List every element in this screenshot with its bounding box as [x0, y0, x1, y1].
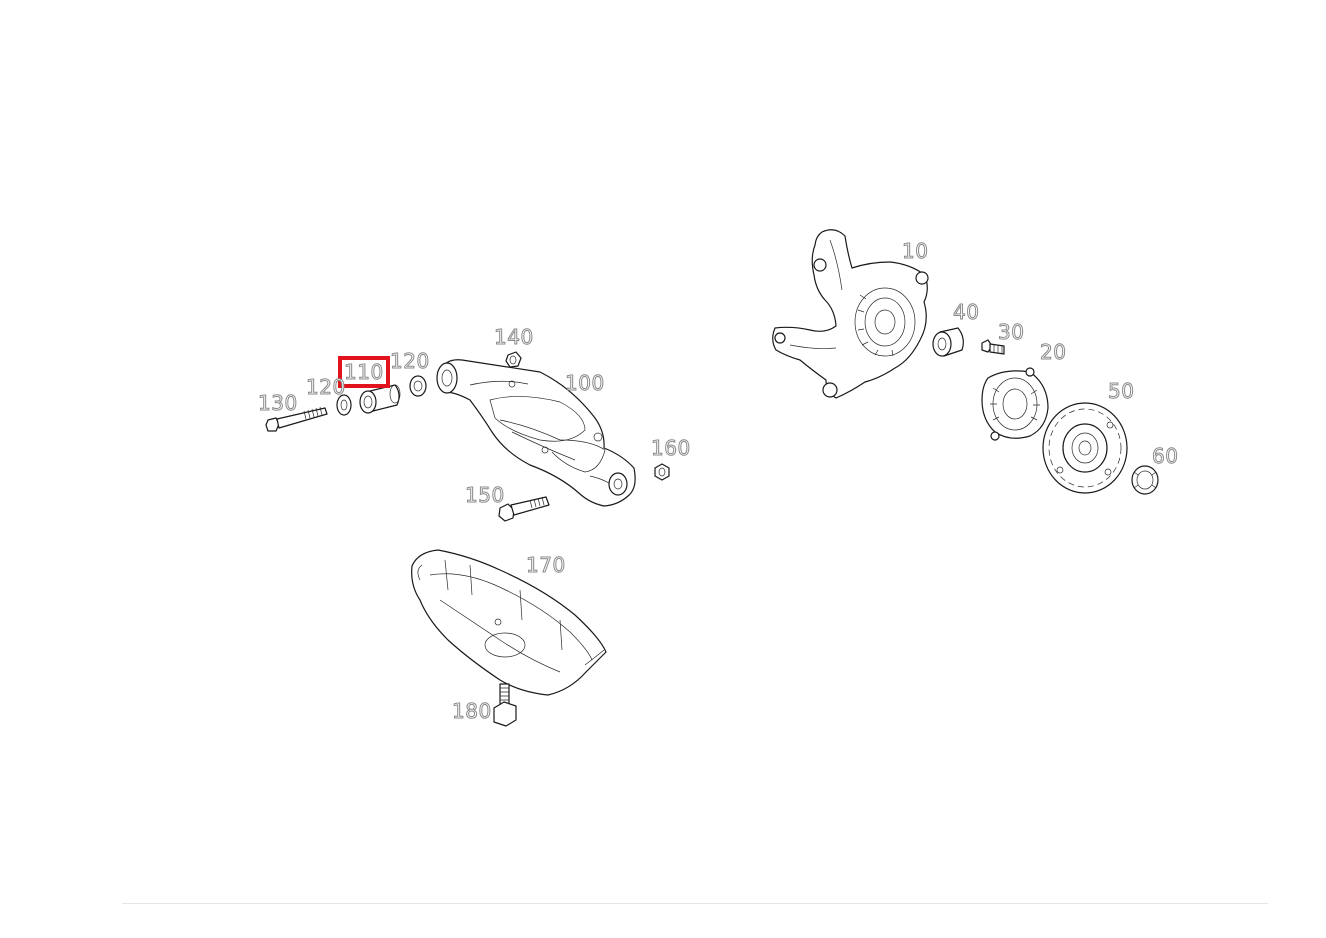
housing-20-drawing: [981, 367, 1049, 441]
callout-60[interactable]: 60: [1151, 444, 1179, 468]
screw-30-drawing: [981, 339, 1005, 355]
callout-20[interactable]: 20: [1039, 340, 1067, 364]
bushing-110-drawing: [359, 384, 401, 414]
bolt-180-drawing: [493, 683, 517, 727]
cover-170-drawing: [411, 549, 607, 696]
callout-130[interactable]: 130: [258, 391, 298, 415]
nut-160-drawing: [654, 463, 670, 481]
callout-40[interactable]: 40: [952, 300, 980, 324]
callout-50[interactable]: 50: [1107, 379, 1135, 403]
disc-50-drawing: [1042, 402, 1128, 494]
callout-170[interactable]: 170: [526, 553, 566, 577]
callout-100[interactable]: 100: [565, 371, 605, 395]
nut-140-drawing: [505, 351, 522, 368]
bushing-40-drawing: [932, 327, 964, 357]
callout-160[interactable]: 160: [651, 436, 691, 460]
callout-120-right[interactable]: 120: [390, 349, 430, 373]
callout-150[interactable]: 150: [465, 483, 505, 507]
knuckle-10-drawing: [772, 229, 929, 399]
callout-180[interactable]: 180: [452, 699, 492, 723]
callout-110[interactable]: 110: [338, 356, 390, 388]
control-arm-100-drawing: [436, 359, 636, 507]
bolt-130-drawing: [265, 406, 328, 432]
callout-30[interactable]: 30: [997, 320, 1025, 344]
callout-140[interactable]: 140: [494, 325, 534, 349]
callout-120-left[interactable]: 120: [306, 375, 346, 399]
washer-120-left-drawing: [336, 394, 352, 416]
bolt-150-drawing: [498, 496, 550, 522]
washer-120-right-drawing: [409, 375, 427, 397]
callout-10[interactable]: 10: [901, 239, 929, 263]
nut-60-drawing: [1131, 465, 1159, 495]
footer-divider: [122, 903, 1268, 904]
